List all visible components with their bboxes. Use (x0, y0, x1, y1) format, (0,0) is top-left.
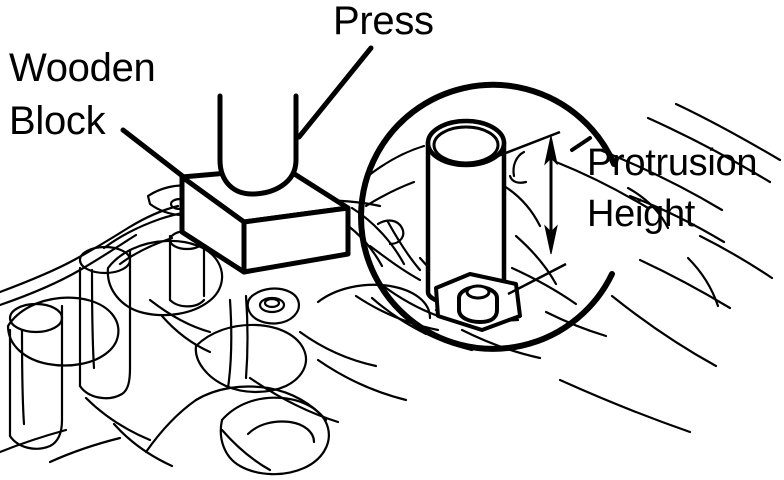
press-ram (217, 93, 299, 197)
magnified-detail-circle (358, 81, 617, 352)
leader-line-press (296, 45, 374, 140)
magnified-detail-contents (364, 144, 608, 360)
label-wooden-block-line2: Block (9, 99, 106, 143)
engine-block (0, 102, 782, 476)
label-wooden-block-line1: Wooden (9, 46, 156, 90)
bolt-boss (434, 272, 522, 332)
leader-line-protrusion-height (570, 136, 592, 152)
label-protrusion-height-line1: Protrusion (587, 142, 758, 184)
leader-line-wooden-block (120, 127, 188, 181)
label-protrusion-height-line2: Height (587, 193, 696, 235)
label-press: Press (333, 0, 434, 43)
protrusion-height-dimension-arrow (497, 130, 567, 296)
